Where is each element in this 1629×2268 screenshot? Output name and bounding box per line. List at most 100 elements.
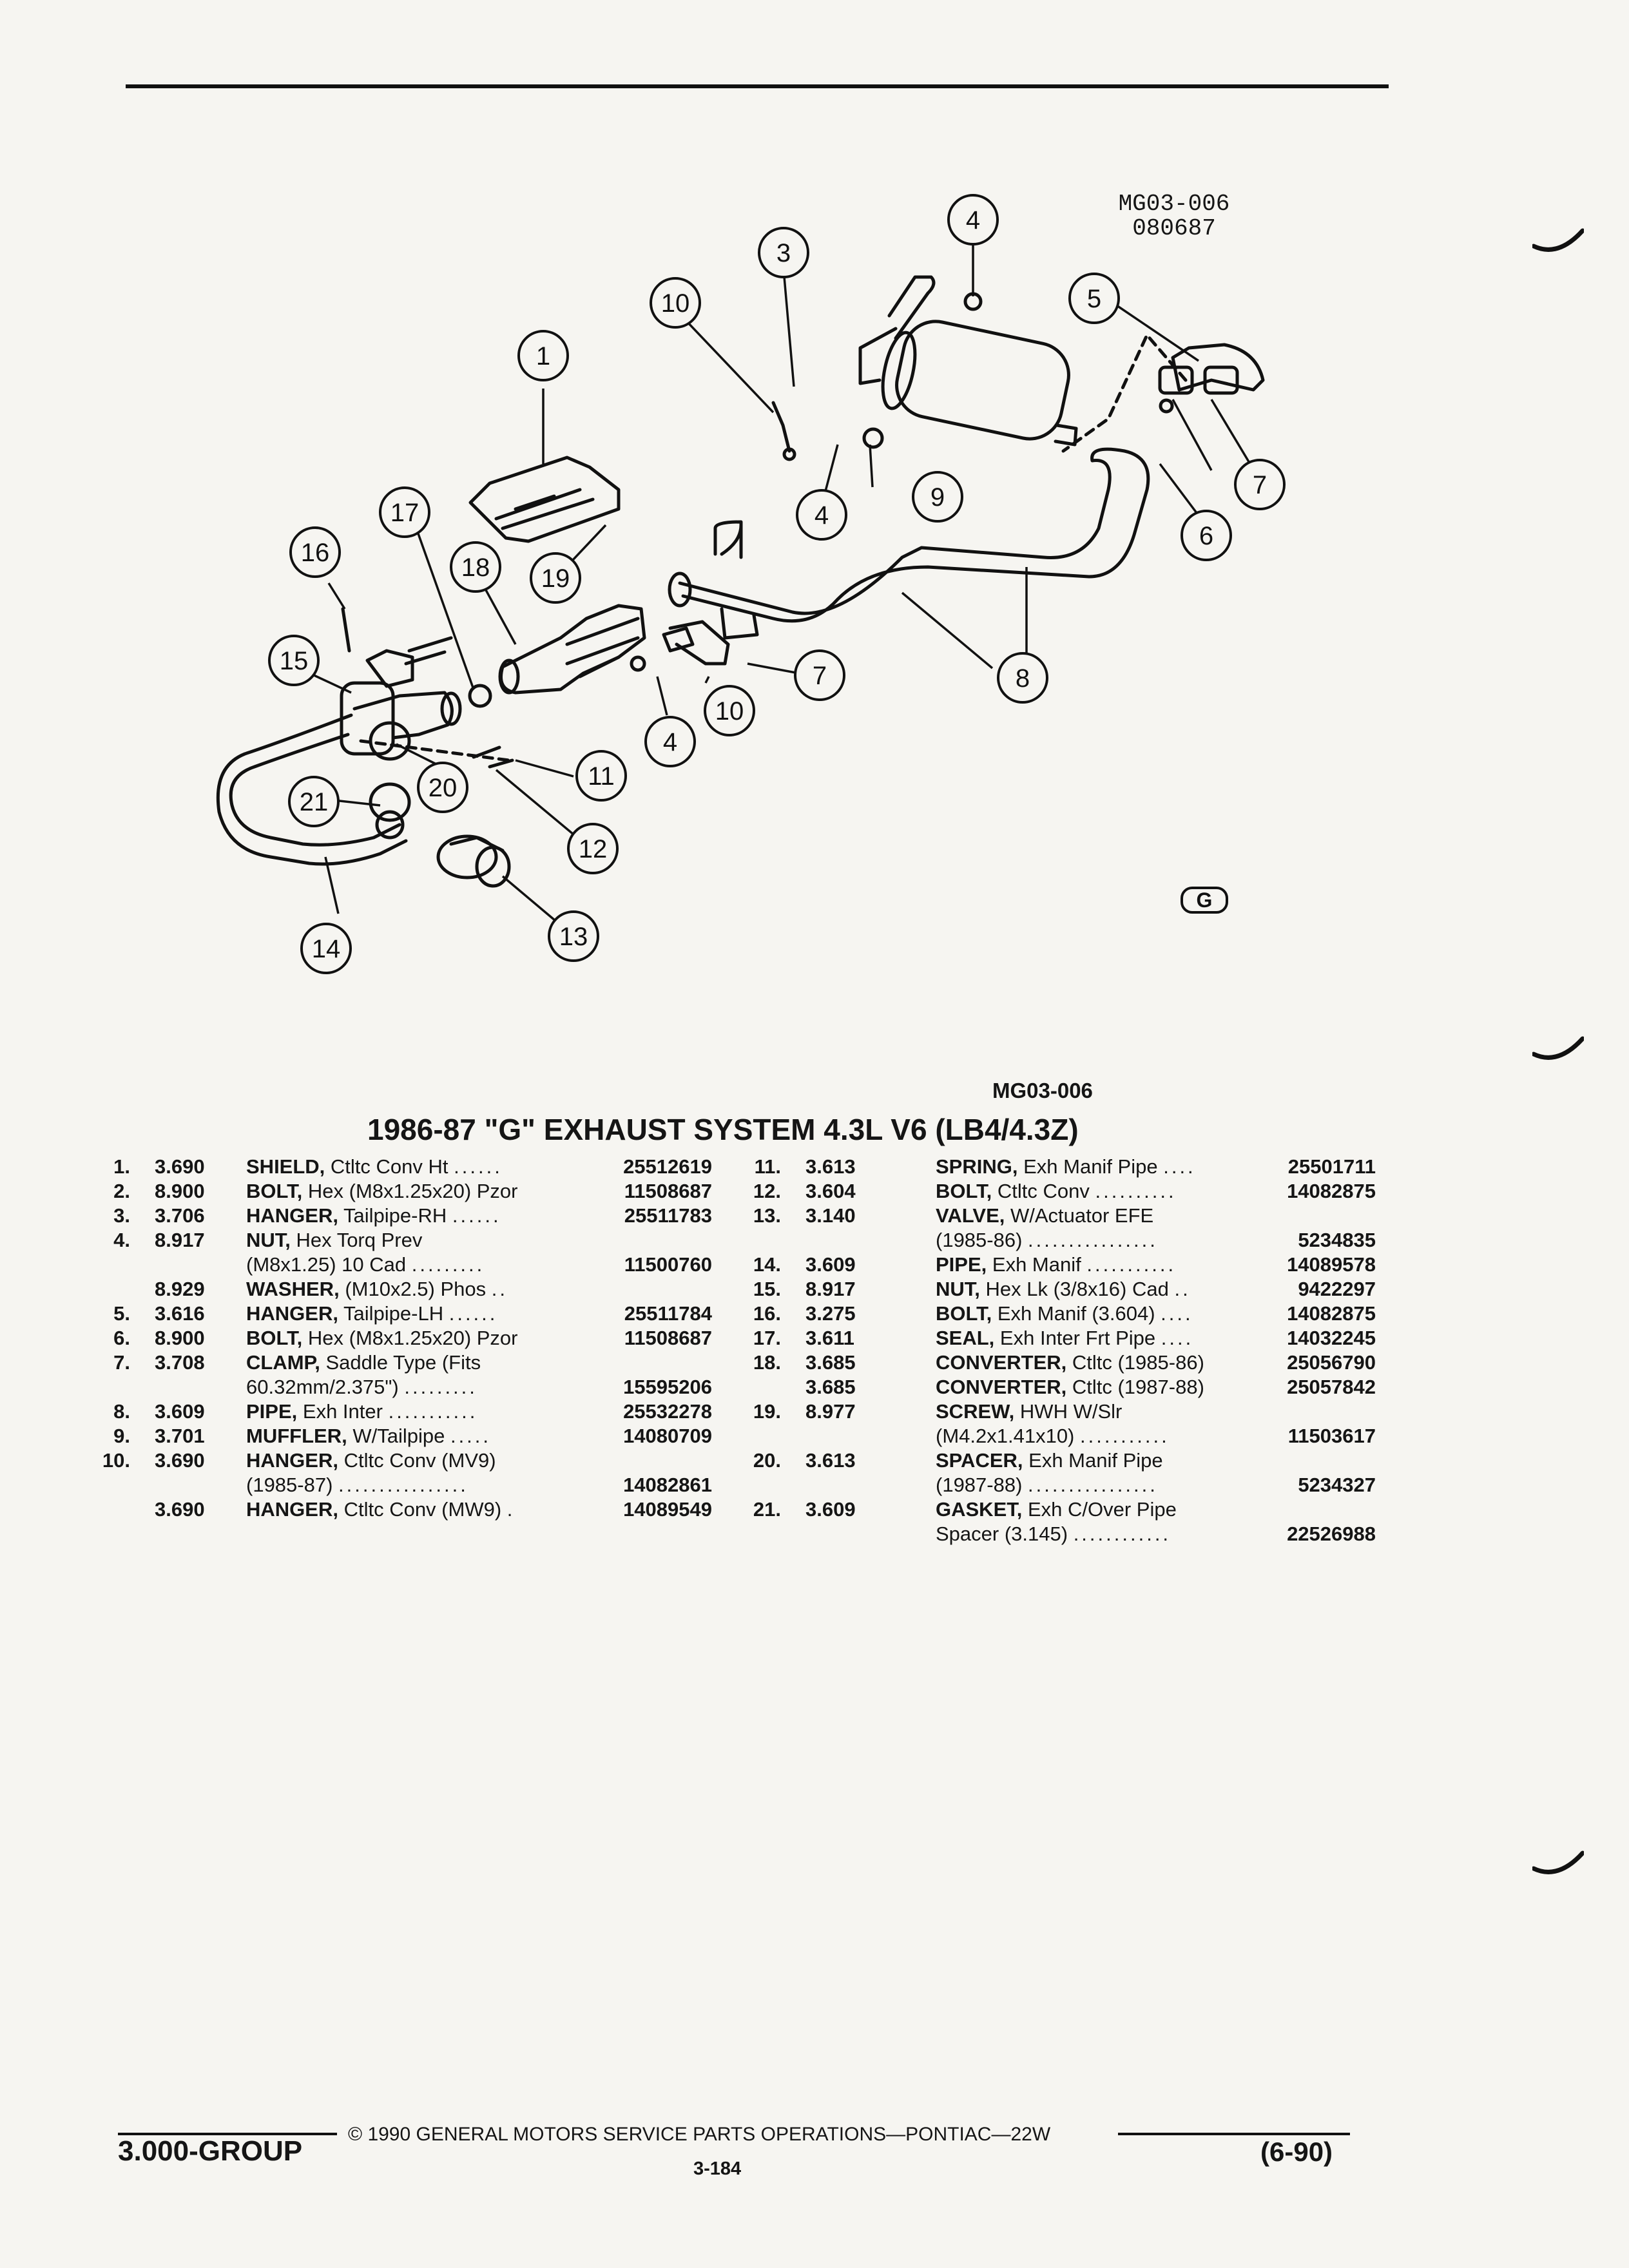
svg-text:12: 12 xyxy=(579,835,608,863)
callout-19 xyxy=(530,552,581,604)
binder-mark-middle xyxy=(1532,1036,1584,1060)
muffler-part xyxy=(858,275,1078,447)
small-hardware xyxy=(341,292,1188,769)
svg-text:19: 19 xyxy=(541,564,570,593)
intermediate-pipe xyxy=(668,447,1150,623)
heat-shield xyxy=(468,456,621,543)
svg-text:7: 7 xyxy=(1253,471,1267,499)
callout-21 xyxy=(288,776,340,827)
callout-13 xyxy=(548,910,599,962)
svg-text:10: 10 xyxy=(715,697,744,726)
list-item: (M8x1.25) 10 Cad .........11500760 xyxy=(246,1253,712,1276)
section-title: 1986-87 "G" EXHAUST SYSTEM 4.3L V6 (LB4/… xyxy=(367,1113,1079,1146)
callout-17 xyxy=(379,486,430,538)
svg-text:5: 5 xyxy=(1087,285,1101,313)
list-item: Spacer (3.145) ............22526988 xyxy=(936,1523,1376,1545)
callout-16 xyxy=(289,526,341,578)
footer-rule-right xyxy=(1118,2133,1350,2135)
page-number: 3-184 xyxy=(693,2158,742,2179)
svg-text:16: 16 xyxy=(301,539,330,567)
callout-5 xyxy=(1068,273,1120,324)
svg-text:21: 21 xyxy=(300,788,329,816)
svg-text:20: 20 xyxy=(429,774,458,802)
callout-4-top xyxy=(947,194,999,245)
group-label: 3.000-GROUP xyxy=(118,2135,303,2167)
binder-mark-bottom xyxy=(1532,1850,1584,1874)
callout-15 xyxy=(268,635,320,686)
callout-14 xyxy=(300,923,352,974)
list-item: (1985-86) ................5234835 xyxy=(936,1229,1376,1251)
list-item: (1985-87) ................14082861 xyxy=(246,1474,712,1496)
revision-date: (6-90) xyxy=(1260,2137,1333,2167)
callout-1 xyxy=(517,330,569,381)
exhaust-system-diagram: 1 10 3 4 5 4 9 7 6 8 7 10 4 11 12 13 14 … xyxy=(216,194,1286,974)
svg-text:4: 4 xyxy=(815,501,829,530)
callout-11 xyxy=(575,750,627,802)
svg-text:18: 18 xyxy=(461,553,490,582)
svg-text:15: 15 xyxy=(280,647,309,675)
svg-text:3: 3 xyxy=(776,239,791,267)
list-item: (1987-88) ................5234327 xyxy=(936,1474,1376,1496)
converter-hanger xyxy=(668,607,759,666)
series-mark: G xyxy=(1181,887,1228,914)
callout-9 xyxy=(912,471,963,523)
svg-text:9: 9 xyxy=(930,483,945,512)
callout-4-lower xyxy=(644,716,696,767)
top-rule xyxy=(126,84,1389,88)
callout-18 xyxy=(450,541,501,593)
svg-text:14: 14 xyxy=(312,935,341,963)
callout-7-mid xyxy=(794,649,845,701)
list-item: (M4.2x1.41x10) ...........11503617 xyxy=(936,1425,1376,1447)
callout-10 xyxy=(704,685,755,736)
manifold-pipe xyxy=(216,636,511,866)
svg-text:1: 1 xyxy=(536,342,550,370)
diagram-date-code: 080687 xyxy=(1132,215,1216,242)
callout-7-right xyxy=(1234,459,1286,510)
svg-text:10: 10 xyxy=(661,289,690,318)
svg-text:17: 17 xyxy=(390,499,419,527)
catalytic-converter xyxy=(498,604,695,695)
footer-rule-left xyxy=(118,2133,337,2135)
callout-8 xyxy=(997,652,1048,704)
svg-text:4: 4 xyxy=(966,206,980,235)
copyright-notice: © 1990 GENERAL MOTORS SERVICE PARTS OPER… xyxy=(348,2124,1051,2145)
callout-6 xyxy=(1181,510,1232,561)
figure-label: MG03-006 xyxy=(992,1079,1093,1102)
svg-text:G: G xyxy=(1197,889,1213,912)
svg-text:13: 13 xyxy=(559,923,588,951)
efe-valve xyxy=(436,834,511,888)
diagram-code: MG03-006 xyxy=(1118,191,1230,217)
svg-text:4: 4 xyxy=(663,728,677,756)
svg-text:8: 8 xyxy=(1016,664,1030,693)
callout-4-muffler xyxy=(796,489,847,541)
list-item: 60.32mm/2.375") .........15595206 xyxy=(246,1376,712,1398)
svg-text:7: 7 xyxy=(813,662,827,690)
svg-text:6: 6 xyxy=(1199,522,1213,550)
binder-mark-top xyxy=(1532,228,1584,252)
